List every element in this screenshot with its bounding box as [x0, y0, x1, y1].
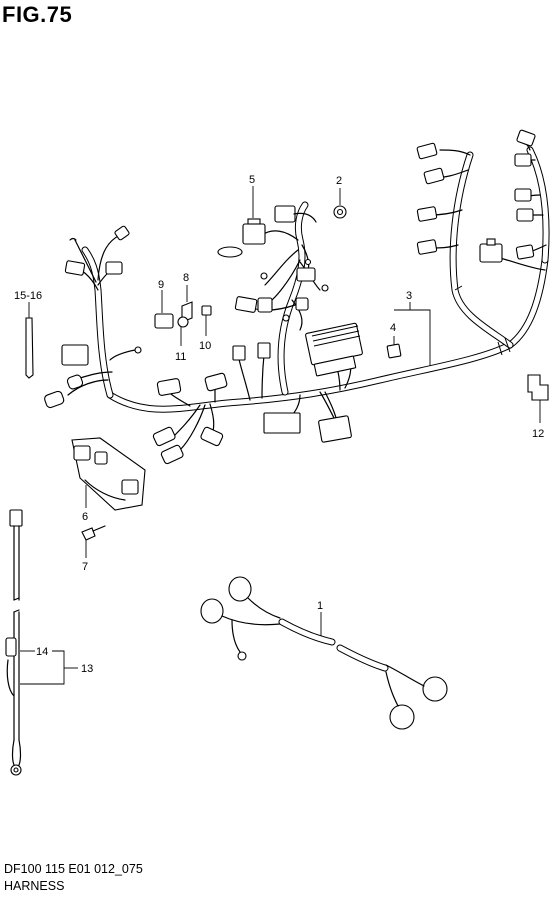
ecm-connector-block	[305, 322, 363, 377]
callout-14: 14	[36, 646, 48, 658]
lower-center-connectors	[152, 342, 352, 465]
callout-labels: 1 2 3 4 5 6 7 8 9 10 11 12 13 14 15-16	[14, 174, 544, 675]
top-right-connectors	[416, 129, 536, 263]
callout-9: 9	[158, 279, 164, 291]
callout-6: 6	[82, 511, 88, 523]
callout-10: 10	[199, 340, 211, 352]
callout-3: 3	[406, 290, 412, 302]
left-connectors	[44, 225, 142, 409]
part-12-bracket	[527, 374, 549, 423]
main-wiring-harness	[67, 139, 550, 451]
part-7-screw	[81, 525, 106, 558]
part-2-nut	[333, 188, 347, 219]
callout-4: 4	[390, 322, 396, 334]
part-1-sub-harness	[200, 576, 448, 730]
figure-title: FIG.75	[2, 2, 73, 27]
footer-figure-code: DF100 115 E01 012_075	[4, 862, 143, 876]
callout-13: 13	[81, 663, 93, 675]
callout-15-16: 15-16	[14, 290, 42, 302]
callout-7: 7	[82, 561, 88, 573]
part-5-relay	[217, 186, 317, 258]
callout-1: 1	[317, 600, 323, 612]
callout-11: 11	[175, 351, 186, 363]
part-6-bracket	[71, 437, 146, 511]
callout-2: 2	[336, 175, 342, 187]
parts-8-9-10-11	[154, 285, 212, 346]
part-15-16-cable-tie	[25, 302, 34, 379]
part-13-battery-cable	[5, 509, 78, 776]
callout-12: 12	[532, 428, 544, 440]
center-upper-connectors	[234, 258, 329, 322]
part-3-4-fuse	[386, 302, 431, 366]
footer-section-name: HARNESS	[4, 879, 65, 893]
callout-5: 5	[249, 174, 255, 186]
callout-8: 8	[183, 272, 189, 284]
